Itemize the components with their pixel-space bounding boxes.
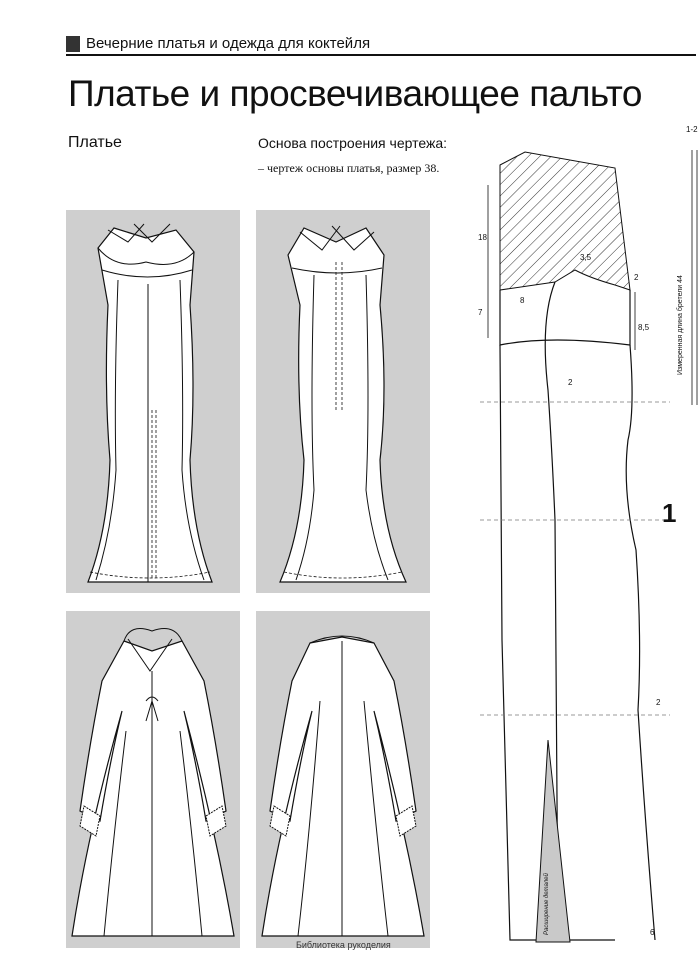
dress-front-drawing — [87, 223, 213, 583]
dim-1-2: 1-2 — [686, 125, 698, 134]
dim-2-mid: 2 — [568, 378, 573, 387]
basis-heading: Основа построения чертежа: — [258, 135, 448, 151]
section-label: Платье — [68, 134, 122, 151]
footer-caption: Библиотека рукоделия — [296, 940, 391, 950]
section-marker — [66, 36, 80, 52]
dim-8-5: 8,5 — [638, 323, 650, 332]
dim-18: 18 — [478, 233, 487, 242]
dim-3-5: 3,5 — [580, 253, 592, 262]
basis-item: – чертеж основы платья, размер 38. — [258, 161, 440, 175]
coat-front-drawing — [71, 628, 235, 937]
dress-back-illustration — [256, 210, 430, 593]
piece-number: 1 — [662, 498, 676, 528]
coat-back-drawing — [261, 635, 425, 937]
section-header: Вечерние платья и одежда для коктейля — [66, 34, 696, 56]
pattern-draft: 18 7 8 3,5 2 8,5 2 2 1-2 6 1 Измеренная … — [440, 120, 700, 954]
dim-2-top: 2 — [634, 273, 639, 282]
coat-back-illustration — [256, 611, 430, 948]
dim-6: 6 — [650, 928, 655, 937]
dim-7: 7 — [478, 308, 483, 317]
pattern-drawing: 18 7 8 3,5 2 8,5 2 2 1-2 6 1 Измеренная … — [478, 125, 698, 943]
section-header-text: Вечерние платья и одежда для коктейля — [86, 35, 371, 52]
dress-back-drawing — [279, 225, 407, 583]
gusset-note: Расширение деталей — [543, 873, 550, 935]
dim-2-low: 2 — [656, 698, 661, 707]
page-title: Платье и просвечивающее пальто — [68, 73, 642, 114]
strap-length-note: Измеренная длина бретели 44 — [676, 275, 684, 375]
coat-front-illustration — [66, 611, 240, 948]
dress-front-illustration — [66, 210, 240, 593]
dim-8: 8 — [520, 296, 525, 305]
